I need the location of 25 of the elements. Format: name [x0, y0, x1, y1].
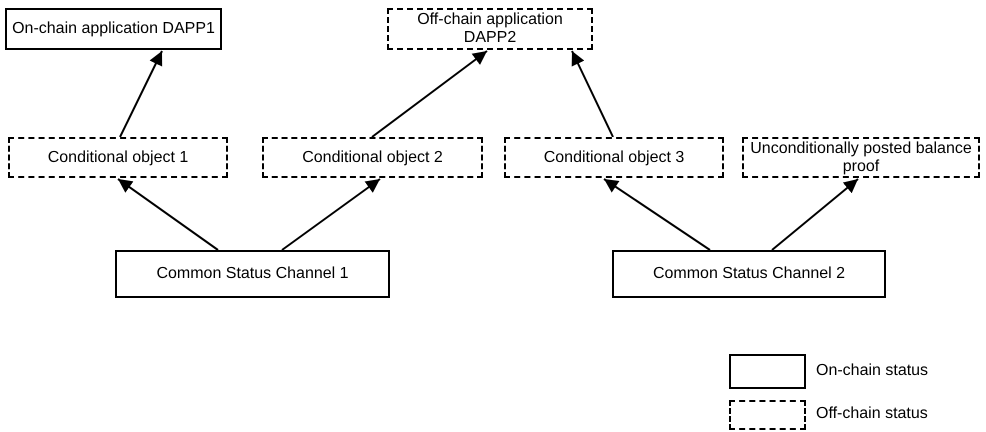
node-label: Common Status Channel 2 — [652, 265, 846, 283]
node-label: Unconditionally posted balance proof — [749, 140, 973, 176]
dashed-box — [742, 137, 980, 178]
dashed-box — [504, 137, 724, 178]
legend-label: Off-chain status — [816, 405, 928, 423]
node-label: Conditional object 2 — [302, 148, 443, 166]
process-box — [5, 8, 222, 50]
node-label: Common Status Channel 1 — [156, 265, 349, 283]
arrow — [371, 50, 488, 138]
arrow — [771, 178, 859, 251]
arrow — [117, 178, 219, 251]
dashed-box — [262, 137, 483, 178]
dashed-box — [387, 8, 593, 50]
dashed-box — [8, 137, 228, 178]
node-label: Off-chain application DAPP2 — [416, 11, 564, 47]
process-box — [115, 250, 390, 298]
arrow — [281, 178, 381, 251]
arrow — [119, 50, 163, 138]
node-label: Conditional object 3 — [544, 148, 684, 166]
node-label: Conditional object 1 — [48, 148, 188, 166]
process-box — [612, 250, 886, 298]
node-label: On-chain application DAPP1 — [12, 20, 215, 38]
legend-label: On-chain status — [816, 362, 928, 380]
arrow — [603, 178, 711, 251]
arrow — [571, 50, 614, 138]
